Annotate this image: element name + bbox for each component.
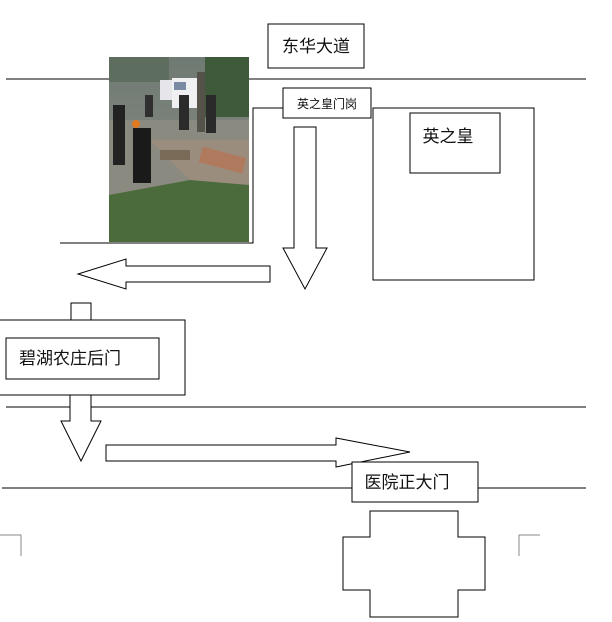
arrow-down-backgate [60,394,102,463]
boundary-line [60,107,283,244]
gate-post-label: 英之皇门岗 [297,96,357,111]
arrow-right [105,437,411,468]
hospital-cross-icon [342,510,486,618]
connector-small [70,302,92,321]
hospital-gate-label: 医院正大门 [365,473,450,493]
arrow-down-gate [282,126,328,291]
gate-post-box [282,87,372,119]
road-label: 东华大道 [282,37,350,57]
building-label: 英之皇 [423,127,474,147]
arrow-left [76,258,271,290]
corner-mark-right [518,534,540,556]
corner-mark-left [0,534,22,556]
building-label-box [409,112,501,174]
back-gate-label: 碧湖农庄后门 [19,349,121,369]
photo-icon [109,57,249,242]
back-gate-label-box [5,337,160,380]
hospital-gate-box [351,461,479,503]
road-label-box [267,23,365,69]
